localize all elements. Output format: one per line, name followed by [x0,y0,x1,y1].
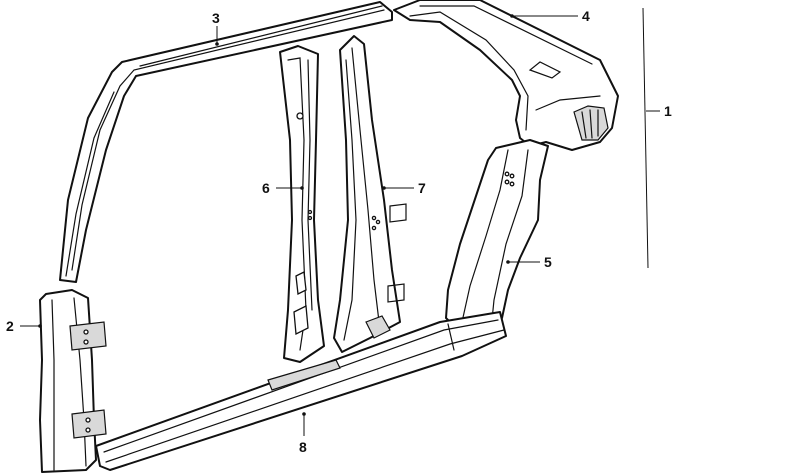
part-6-b-pillar-outer [279,45,325,363]
callout-4-label: 4 [582,8,590,24]
part-8-rocker-sill [95,311,507,471]
callout-3-label: 3 [212,10,220,26]
bracket-line-1 [642,7,649,269]
callout-1: 1 [646,103,672,119]
callout-7: 7 [382,180,426,196]
callout-5-label: 5 [544,254,552,270]
callout-6: 6 [262,180,304,196]
callout-6-label: 6 [262,180,270,196]
part-2-a-pillar [39,289,107,473]
callout-2-label: 2 [6,318,14,334]
callout-7-label: 7 [418,180,426,196]
callout-3: 3 [212,10,220,46]
callout-4: 4 [510,8,590,24]
callout-8-label: 8 [299,439,307,455]
part-3-roof-frame [59,1,393,283]
callout-5: 5 [506,254,552,270]
callout-2: 2 [6,318,42,334]
callout-1-label: 1 [664,103,672,119]
part-5-rear-pillar [445,139,549,331]
callout-8: 8 [299,412,307,455]
part-7-b-pillar-inner [333,35,407,353]
